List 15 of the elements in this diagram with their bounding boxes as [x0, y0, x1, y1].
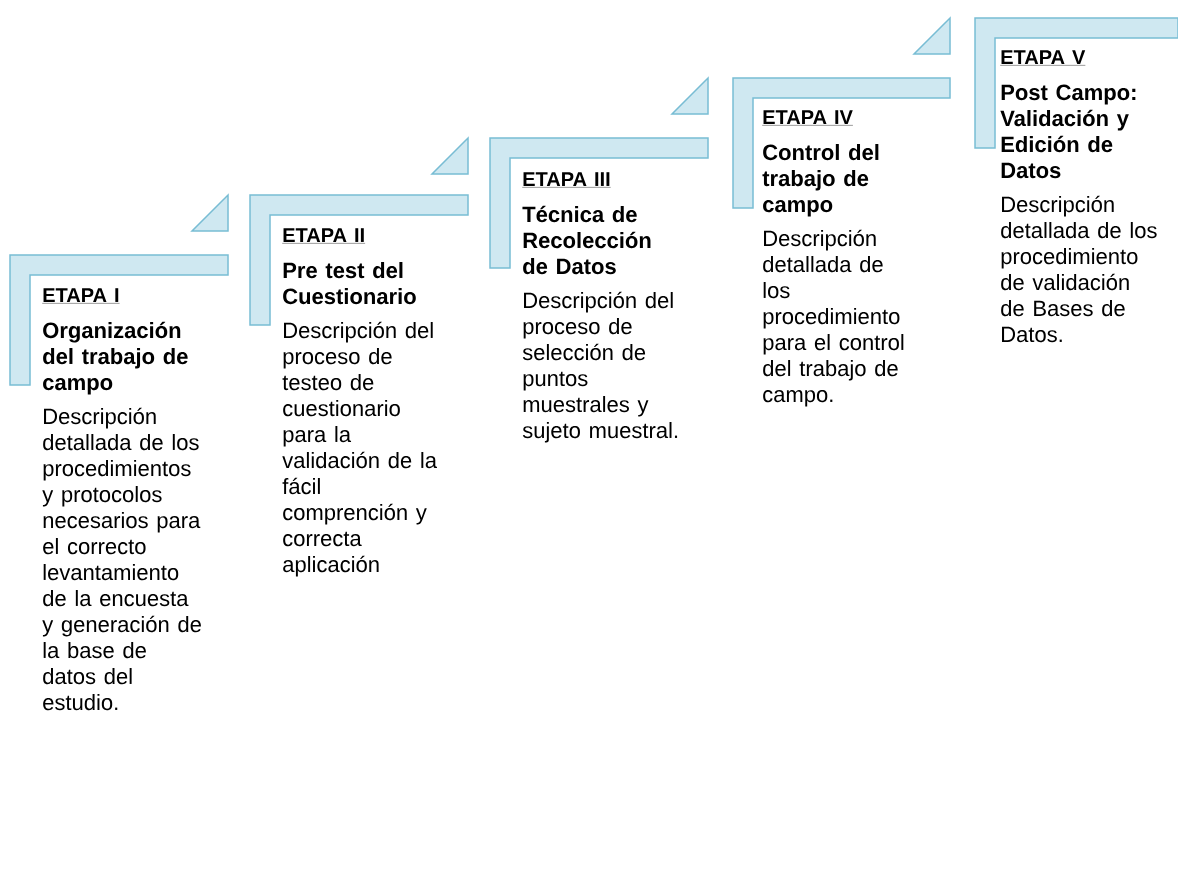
- stage-description: Descripción detallada de los procedimiento de validación de Bases de Datos.: [1001, 195, 1157, 343]
- stage-heading: ETAPA I: [42, 288, 120, 304]
- stage-heading: ETAPA IV: [762, 110, 854, 126]
- stage-heading: ETAPA III: [522, 172, 611, 188]
- stage-description: Descripción del proceso de selección de puntos muestrales y sujeto muestral.: [522, 291, 678, 443]
- stage-description: Descripción detallada de los procedimiento para el control del trabajo de campo.: [763, 229, 904, 407]
- stage-heading: ETAPA V: [1000, 50, 1086, 66]
- stage-title: Técnica de Recolección de Datos: [522, 205, 651, 275]
- stage-description: Descripción detallada de los procedimientos y protocolos necesarios para el correcto levantamiento de la encuesta y generación de la base de datos del estudio.: [42, 407, 201, 711]
- stage-title: Control del trabajo de campo: [762, 144, 879, 217]
- stage-title: Post Campo: Validación y Edición de Datos: [1000, 84, 1136, 179]
- stage-title: Organización del trabajo de campo: [43, 321, 188, 395]
- stage-description: Descripción del proceso de testeo de cuestionario para la validación de la fácil comprención y correcta aplicación: [282, 321, 437, 577]
- stage-heading: ETAPA II: [282, 228, 366, 244]
- stage-title: Pre test del Cuestionario: [283, 262, 416, 305]
